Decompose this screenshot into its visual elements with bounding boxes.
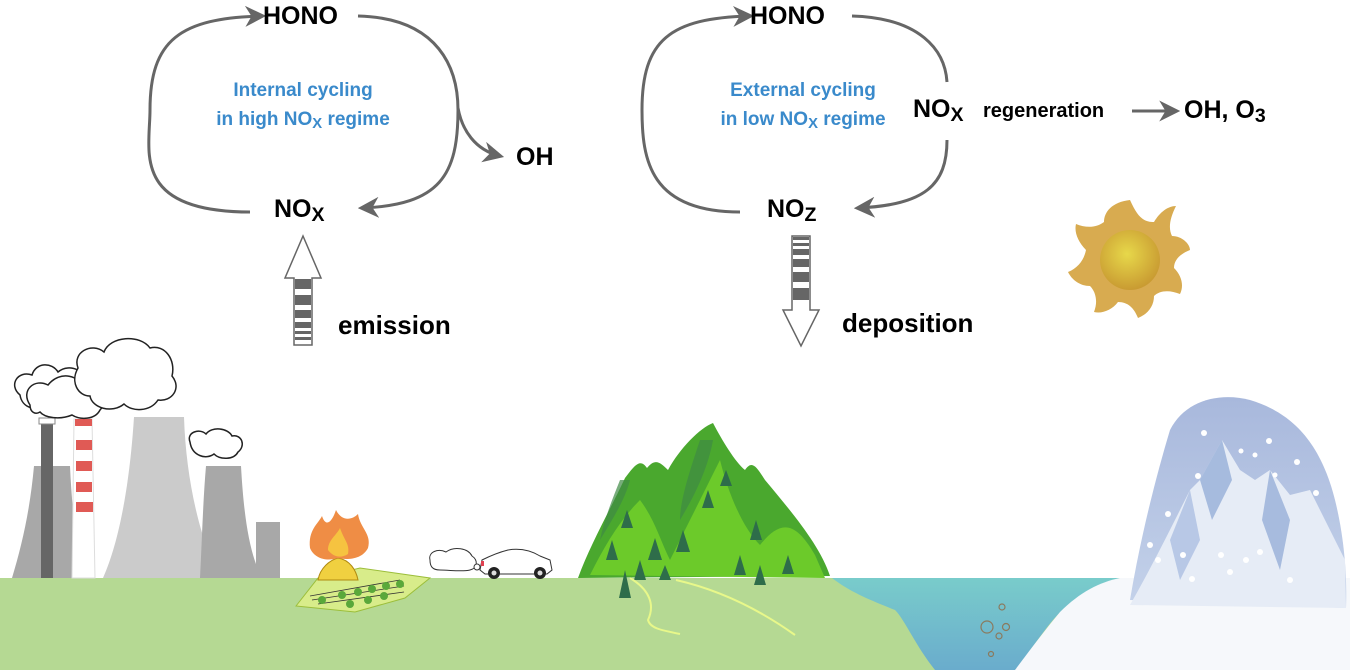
nox-main: NO xyxy=(274,195,312,223)
burning-field-illustration xyxy=(295,510,432,613)
noz-label: NOZ xyxy=(767,195,816,225)
internal-cycle-arrows xyxy=(147,5,505,218)
nox-label-external: NOX xyxy=(913,95,964,125)
external-title-line2: in low NOX regime xyxy=(688,105,918,136)
water-body xyxy=(832,578,1120,670)
emission-arrow xyxy=(283,234,323,346)
factory-illustration xyxy=(12,337,280,579)
sun-icon xyxy=(1068,200,1190,318)
internal-title-line2: in high NOX regime xyxy=(188,105,418,136)
nox-subscript: X xyxy=(311,203,325,226)
external-title-line1: External cycling xyxy=(730,80,876,101)
internal-title-line1: Internal cycling xyxy=(233,80,373,101)
internal-cycling-title: Internal cycling in high NOX regime xyxy=(188,76,418,136)
products-label: OH, O3 xyxy=(1184,96,1266,126)
arrow-nox-to-noz xyxy=(853,139,949,218)
line2-pre: in high NO xyxy=(216,109,313,130)
arrow-nox-to-hono xyxy=(147,5,267,214)
arrow-hono-to-nox xyxy=(851,14,949,83)
car-illustration xyxy=(429,548,553,579)
external-cycle-arrows xyxy=(640,5,1181,218)
line2-post: regime xyxy=(817,109,886,130)
regeneration-label: regeneration xyxy=(983,100,1105,122)
arrow-noz-to-hono xyxy=(640,5,755,214)
nox-label-internal: NOX xyxy=(274,195,325,225)
products-subscript: 3 xyxy=(1254,104,1266,127)
line2-sub: X xyxy=(312,115,323,132)
noz-main: NO xyxy=(767,195,805,223)
deposition-arrow xyxy=(781,235,821,348)
products-main: OH, O xyxy=(1184,96,1255,124)
snow-mountain-illustration xyxy=(1130,397,1347,608)
bubbles xyxy=(980,603,1011,658)
emission-label: emission xyxy=(338,310,451,340)
hono-label-external: HONO xyxy=(750,2,825,30)
forest-mountain-illustration xyxy=(578,423,830,636)
deposition-label: deposition xyxy=(842,308,974,338)
nox-main: NO xyxy=(913,95,951,123)
line2-sub: X xyxy=(808,115,818,132)
oh-label: OH xyxy=(516,143,554,171)
line2-pre: in low NO xyxy=(720,109,809,130)
hono-label-internal: HONO xyxy=(263,2,338,30)
ground xyxy=(0,578,1350,670)
arrow-to-oh xyxy=(456,107,505,163)
external-cycling-title: External cycling in low NOX regime xyxy=(688,76,918,136)
line2-post: regime xyxy=(322,109,390,130)
noz-subscript: Z xyxy=(804,203,817,226)
nox-subscript: X xyxy=(950,103,964,126)
